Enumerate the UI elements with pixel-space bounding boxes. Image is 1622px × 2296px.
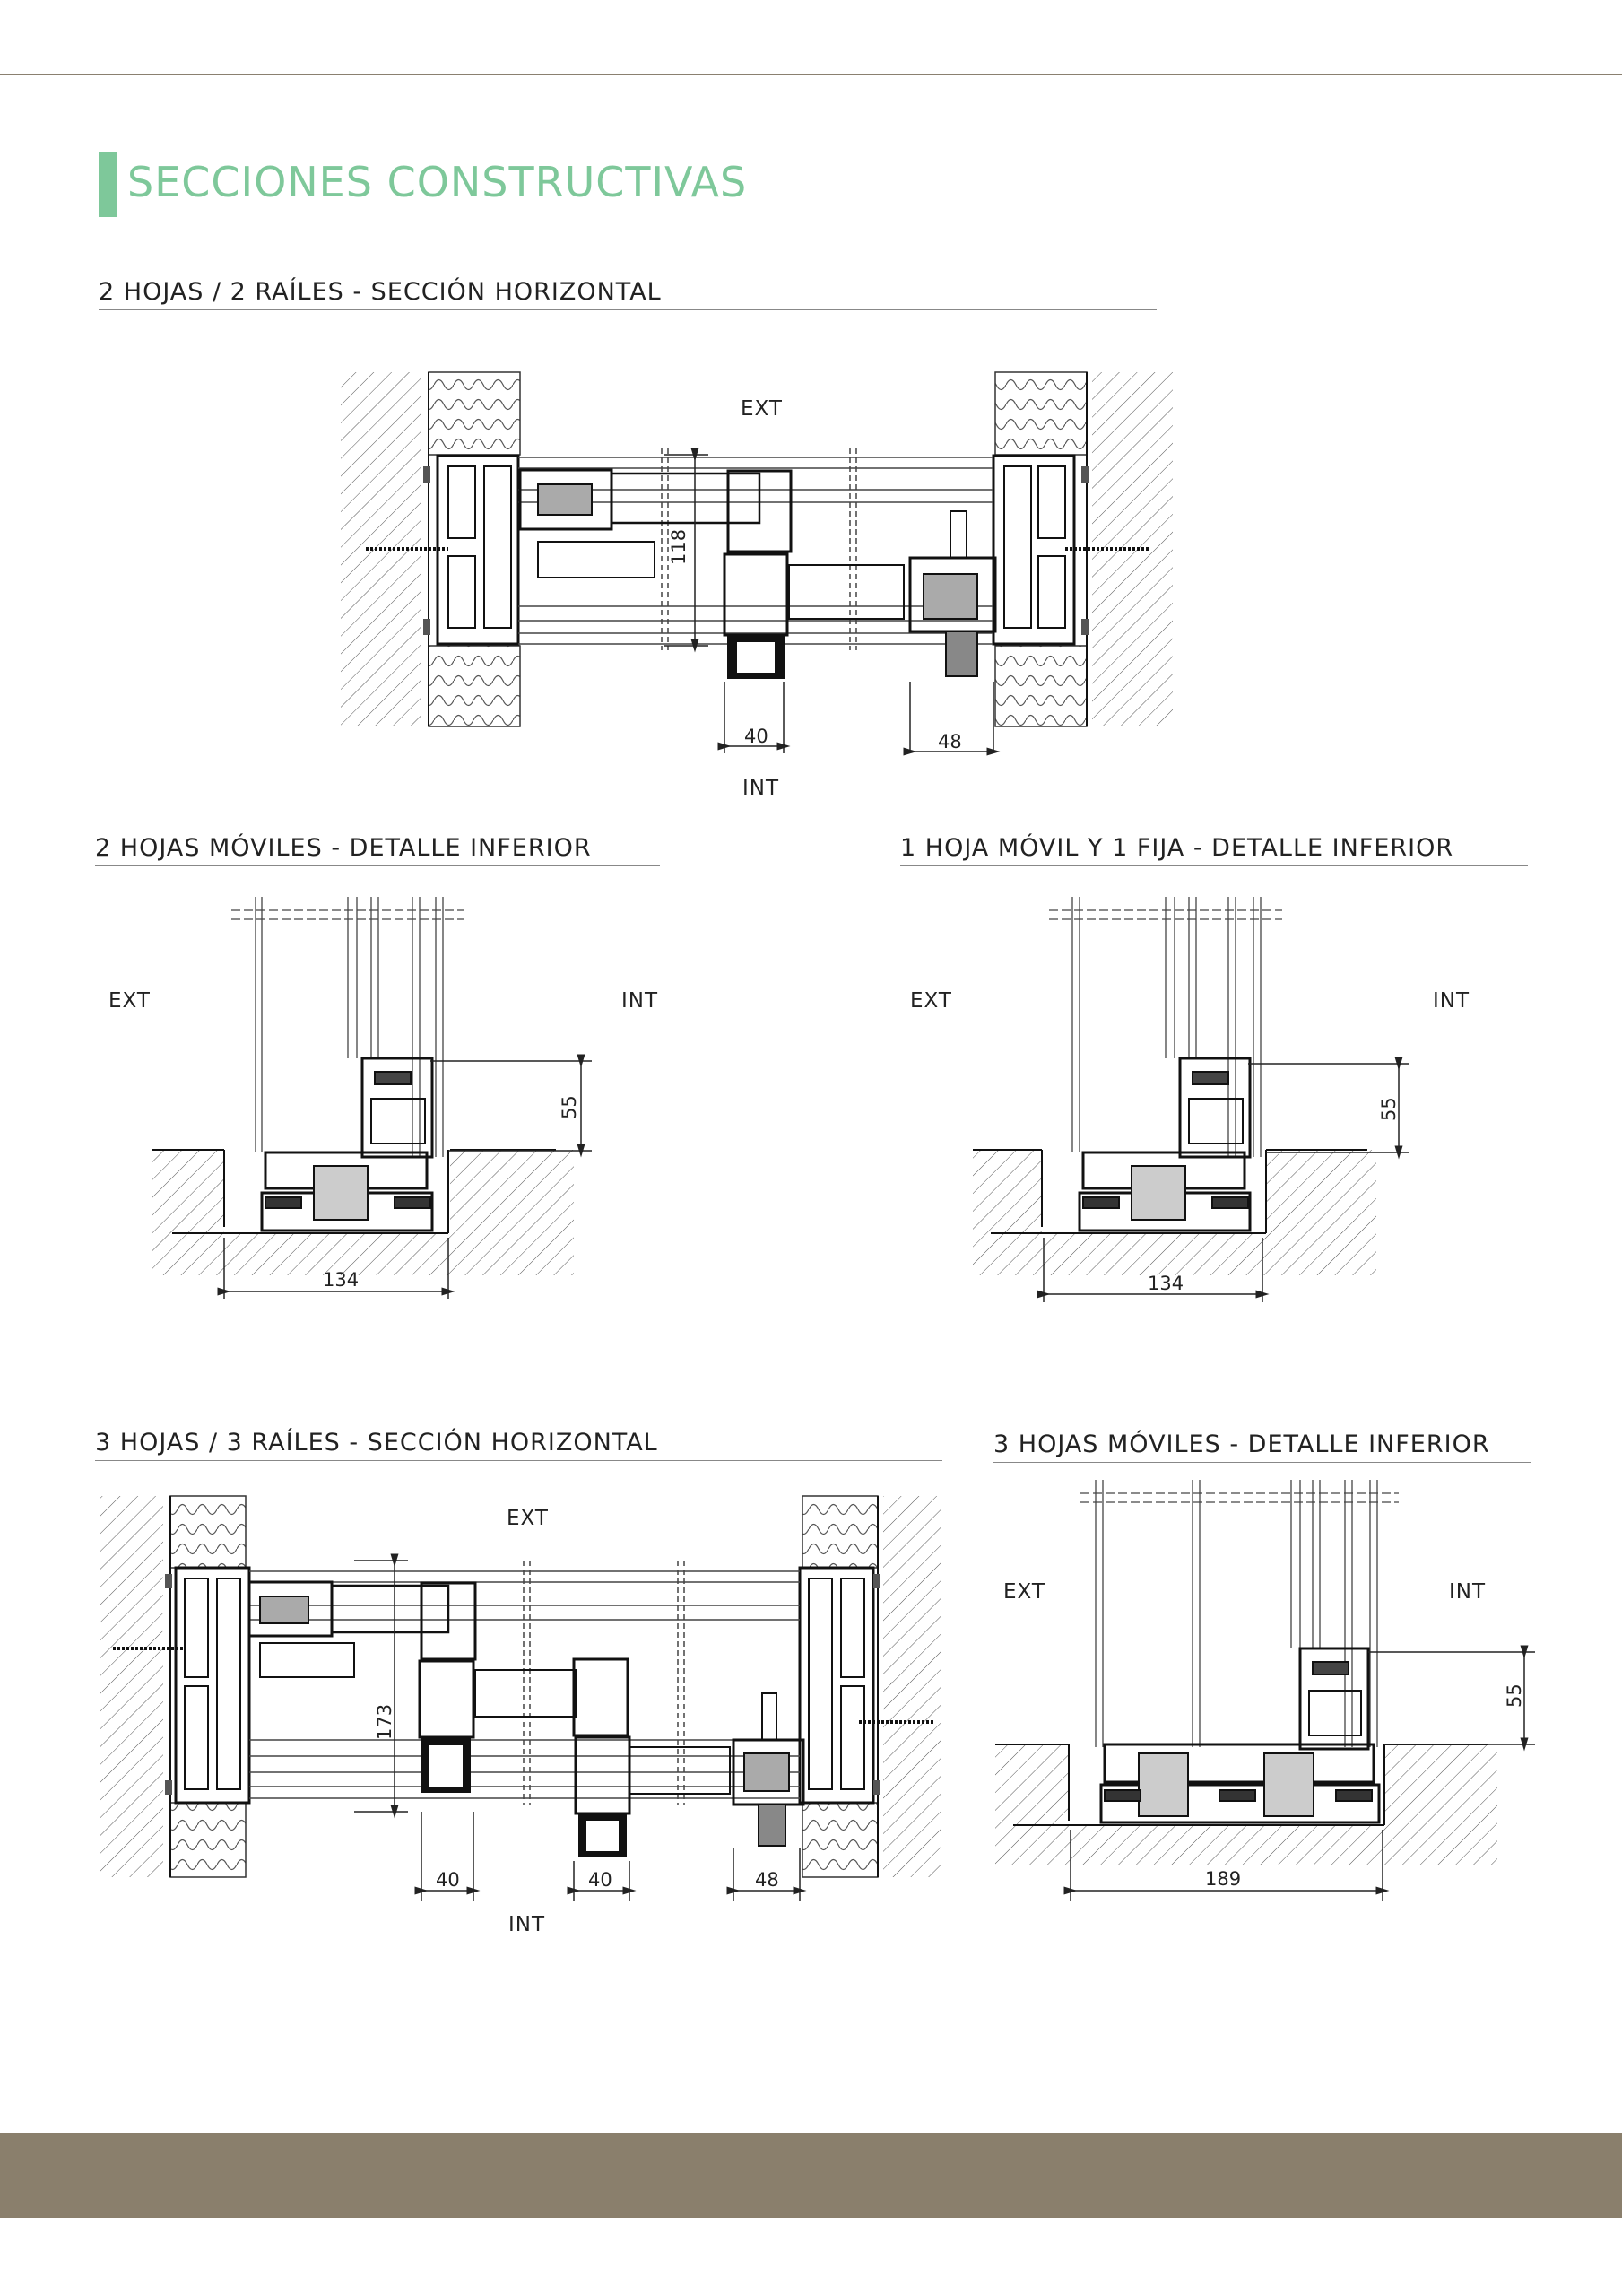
top-rule (0, 74, 1622, 75)
s1-dim-width-b: 48 (938, 731, 962, 752)
s2-dim-width: 134 (323, 1269, 359, 1291)
s3-drawing (973, 897, 1376, 1275)
s2-drawing (152, 897, 574, 1275)
s5-int-label: INT (1449, 1580, 1487, 1604)
section-title-2-hojas-horizontal: 2 HOJAS / 2 RAÍLES - SECCIÓN HORIZONTAL (99, 278, 1157, 310)
s1-dimensions (664, 448, 1001, 756)
s5-dim-width: 189 (1205, 1868, 1241, 1890)
s4-int-label: INT (508, 1913, 546, 1936)
s3-dim-width: 134 (1148, 1273, 1184, 1294)
s3-dim-height: 55 (1378, 1097, 1400, 1121)
s4-dim-width-b: 40 (588, 1869, 612, 1891)
s2-int-label: INT (621, 989, 659, 1013)
s4-dim-height: 173 (374, 1704, 395, 1740)
s1-dim-width-a: 40 (744, 726, 768, 747)
s3-ext-label: EXT (910, 989, 952, 1013)
s2-dimensions (217, 1054, 592, 1299)
s3-dimensions (1037, 1057, 1409, 1302)
s4-dim-width-a: 40 (436, 1869, 460, 1891)
s5-ext-label: EXT (1003, 1580, 1045, 1604)
section-title-3-hojas-horizontal: 3 HOJAS / 3 RAÍLES - SECCIÓN HORIZONTAL (95, 1429, 942, 1461)
page-title: SECCIONES CONSTRUCTIVAS (127, 158, 748, 206)
s4-ext-label: EXT (507, 1507, 549, 1530)
section-title-2-hojas-moviles: 2 HOJAS MÓVILES - DETALLE INFERIOR (95, 834, 660, 866)
s4-drawing (100, 1495, 941, 1878)
s1-ext-label: EXT (741, 397, 783, 421)
section-title-1-hoja-movil-1-fija: 1 HOJA MÓVIL Y 1 FIJA - DETALLE INFERIOR (900, 834, 1528, 866)
s5-drawing (995, 1480, 1497, 1866)
footer-band (0, 2133, 1622, 2218)
section-title-3-hojas-moviles: 3 HOJAS MÓVILES - DETALLE INFERIOR (993, 1431, 1531, 1463)
s1-drawing (341, 371, 1173, 727)
s4-dim-width-c: 48 (755, 1869, 779, 1891)
s3-int-label: INT (1433, 989, 1470, 1013)
s5-dim-height: 55 (1504, 1683, 1525, 1708)
s5-dimensions (1063, 1645, 1535, 1901)
s1-int-label: INT (742, 777, 780, 800)
s1-dim-height: 118 (668, 529, 690, 565)
title-accent-bar (99, 152, 117, 217)
s4-dimensions (354, 1553, 807, 1901)
s2-dim-height: 55 (559, 1095, 580, 1119)
s2-ext-label: EXT (108, 989, 151, 1013)
